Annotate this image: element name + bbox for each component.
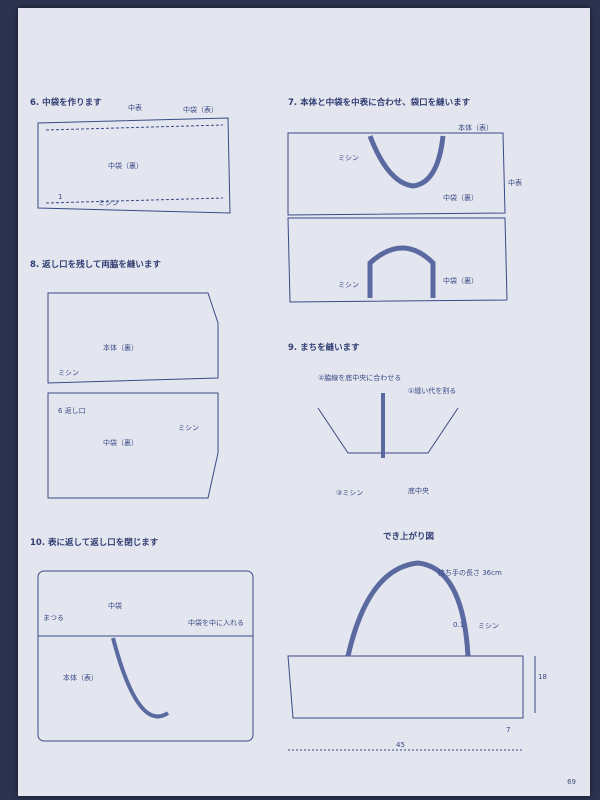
label-nakabukuro-ura: 中袋（裏） — [443, 194, 478, 202]
label-nakaomote: 中表 — [508, 179, 522, 187]
label-hontai-ura: 本体（裏） — [103, 344, 138, 352]
label-nakabukuro-ura: 中袋（裏） — [108, 162, 143, 170]
step9-gusset — [317, 407, 459, 454]
label-soko-chuo: 底中央 — [408, 487, 429, 495]
sewing-diagrams — [37, 117, 536, 751]
label-kaeshiguchi: 6 返し口 — [58, 407, 86, 415]
book-page: 6. 中袋を作ります 7. 本体と中袋を中表に合わせ、袋口を縫います 8. 返し… — [18, 8, 590, 796]
label-matsuru: まつる — [43, 614, 64, 622]
step8-lining-panel — [47, 392, 219, 499]
label-mishin: ミシン — [58, 369, 79, 377]
step7-body-panel — [287, 132, 506, 216]
label-mishin: ミシン — [338, 281, 359, 289]
label-mishin: ミシン — [338, 154, 359, 162]
label-nakabukuro: 中袋 — [108, 602, 122, 610]
label-hontai-omote: 本体（表） — [63, 674, 98, 682]
step10-title: 10. 表に返して返し口を閉じます — [30, 538, 159, 548]
label-nakabukuro-ura: 中袋（裏） — [443, 277, 478, 285]
label-seam-center: ②脇線を底中央に合わせる — [318, 374, 402, 382]
label-nakabukuro-ura: 中袋（裏） — [103, 439, 138, 447]
step6-lining-panel — [37, 117, 231, 214]
label-dim-01: 0.1 — [453, 621, 465, 629]
step9-title: 9. まちを縫います — [288, 343, 360, 353]
label-handle-length: 持ち手の長さ 36cm — [438, 569, 502, 577]
finished-handle — [345, 560, 471, 657]
label-mishin: ミシン — [478, 622, 499, 630]
label-mishin: ミシン — [178, 424, 199, 432]
label-cut-seam: ①縫い代を割る — [408, 387, 457, 395]
label-hontai-omote: 本体（表） — [458, 124, 493, 132]
step7-lining-panel — [287, 217, 508, 303]
label-mishin: ミシン — [98, 199, 119, 207]
step7-handle-top — [367, 135, 446, 189]
finished-bag — [287, 655, 524, 719]
label-nakaomote: 中表 — [128, 104, 142, 112]
step7-handle-bottom — [367, 245, 436, 298]
step8-title: 8. 返し口を残して両脇を縫います — [30, 260, 161, 270]
step10-bag — [37, 570, 254, 742]
finished-title: でき上がり図 — [383, 532, 435, 542]
label-dim-7: 7 — [506, 726, 511, 734]
step8-body-panel — [47, 292, 219, 384]
page-number: 69 — [567, 778, 576, 786]
step7-title: 7. 本体と中袋を中表に合わせ、袋口を縫います — [288, 98, 471, 108]
label-one: 1 — [58, 193, 63, 201]
label-mishin3: ③ミシン — [336, 489, 364, 497]
step6-title: 6. 中袋を作ります — [30, 98, 102, 108]
label-dim-45: 45 — [396, 741, 405, 749]
label-nakabukuro-omote: 中袋（表） — [183, 106, 218, 114]
label-dim-18: 18 — [538, 673, 547, 681]
label-insert-lining: 中袋を中に入れる — [188, 619, 244, 627]
